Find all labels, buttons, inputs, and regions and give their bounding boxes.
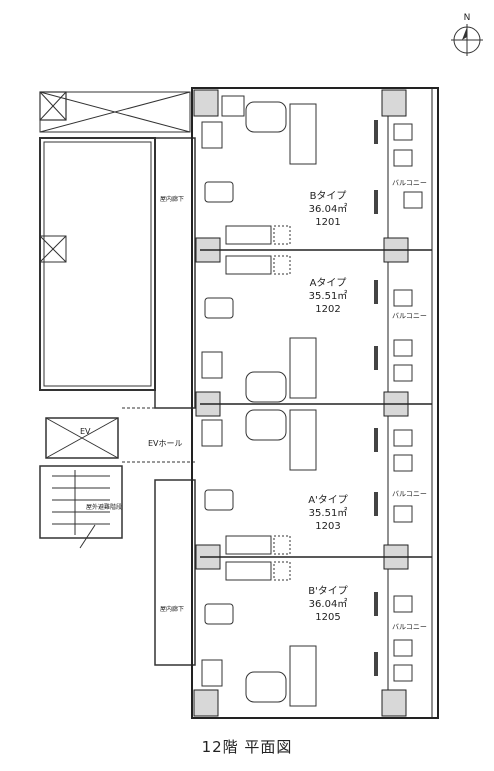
unit-type: B'タイプ: [308, 585, 348, 597]
bath-1201: [245, 101, 287, 133]
unit-fixtures: [201, 95, 317, 707]
ev-label: EV: [80, 427, 91, 436]
unit-area: 36.04㎡: [309, 203, 348, 215]
north-compass: N: [451, 13, 483, 56]
void-inner: [43, 141, 152, 387]
compass-north-label: N: [464, 13, 471, 23]
unit-area: 35.51㎡: [309, 507, 348, 519]
ev-hall-label: EVホール: [148, 439, 183, 448]
ev-shaft: [45, 417, 119, 459]
unit-1201-label: Bタイプ 36.04㎡ 1201: [309, 190, 348, 228]
corridor-label-upper: 屋内廊下: [160, 195, 184, 203]
compass-arrow: [462, 27, 467, 40]
unit-dividers: [200, 249, 432, 558]
shaft-box-top: [39, 91, 67, 121]
corridor-wall: [154, 137, 196, 409]
corridor-label-lower: 屋内廊下: [160, 605, 184, 613]
unit-number: 1202: [315, 304, 340, 315]
unit-area: 35.51㎡: [309, 290, 348, 302]
balcony-outdoor-units: [393, 123, 423, 682]
stair-label: 屋外避難階段: [86, 503, 122, 511]
unit-area: 36.04㎡: [309, 598, 348, 610]
unit-number: 1205: [315, 612, 340, 623]
plan-caption: 12階 平面図: [201, 738, 293, 756]
unit-number: 1203: [315, 521, 340, 532]
unit-type: A'タイプ: [308, 494, 348, 506]
balcony-label-1205: バルコニー: [392, 623, 427, 631]
unit-type: Bタイプ: [310, 190, 347, 202]
service-core: [39, 91, 196, 666]
unit-number: 1201: [315, 217, 340, 228]
unit-1202-label: Aタイプ 35.51㎡ 1202: [309, 277, 348, 315]
balcony-fixtures: [374, 120, 378, 676]
balcony-label-1203: バルコニー: [392, 490, 427, 498]
stair-box: [39, 465, 123, 539]
unit-1203-label: A'タイプ 35.51㎡ 1203: [308, 494, 348, 532]
unit-type: Aタイプ: [310, 277, 347, 289]
shaft-box-mid: [39, 235, 67, 263]
unit-1205-label: B'タイプ 36.04㎡ 1205: [308, 585, 348, 623]
balcony-label-1201: バルコニー: [392, 179, 427, 187]
bath-1203: [245, 409, 287, 441]
structural-columns: [193, 89, 409, 717]
lower-corridor: [154, 479, 196, 666]
bath-1205: [245, 671, 287, 703]
outer-wall: [191, 87, 439, 719]
balcony-label-1202: バルコニー: [392, 312, 427, 320]
bath-1202: [245, 371, 287, 403]
void-area: [39, 137, 156, 391]
